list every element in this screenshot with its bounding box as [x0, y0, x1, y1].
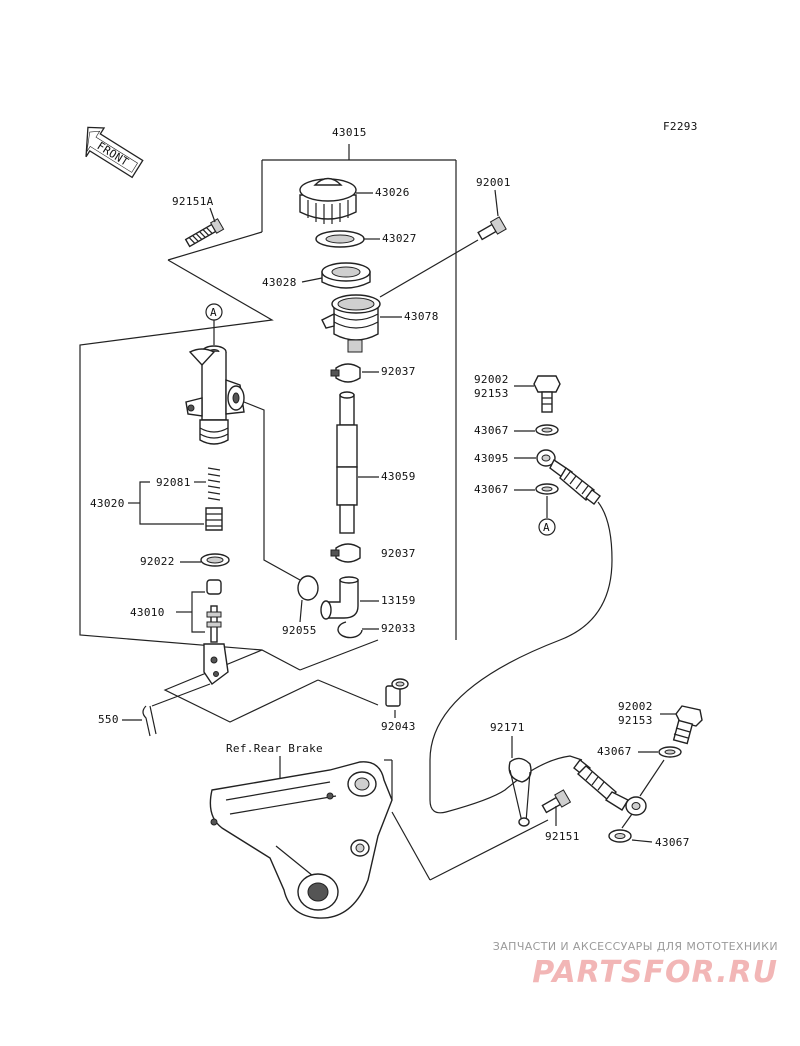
- label-43067-c: 43067: [597, 745, 632, 758]
- label-92055: 92055: [282, 624, 317, 637]
- label-43067-a: 43067: [474, 424, 509, 437]
- label-43027: 43027: [382, 232, 417, 245]
- label-43028: 43028: [262, 276, 297, 289]
- hose-43059-icon: [336, 391, 358, 534]
- marker-a-hose: A: [538, 496, 556, 536]
- label-92037-top: 92037: [381, 365, 416, 378]
- master-cylinder-body-icon: [185, 345, 245, 445]
- svg-text:A: A: [543, 521, 550, 534]
- label-43020: 43020: [90, 497, 125, 510]
- label-ref-rear-brake: Ref.Rear Brake: [226, 742, 323, 755]
- label-92081: 92081: [156, 476, 191, 489]
- label-13159: 13159: [381, 594, 416, 607]
- clamp-92037-bottom-icon: [330, 543, 361, 563]
- bolt-92151a-icon: [184, 218, 225, 248]
- label-92022: 92022: [140, 555, 175, 568]
- bolt-92001-icon: [477, 216, 507, 241]
- bolt-92151-icon: [541, 789, 572, 814]
- bracket-43020: [128, 481, 204, 525]
- label-43026: 43026: [375, 186, 410, 199]
- label-43015: 43015: [332, 126, 367, 139]
- spring-92081-icon: [205, 467, 223, 531]
- figure-code: F2293: [663, 120, 698, 133]
- label-92033: 92033: [381, 622, 416, 635]
- front-arrow-icon: FRONT: [85, 126, 144, 179]
- marker-a-top: A: [205, 303, 223, 345]
- label-92001: 92001: [476, 176, 511, 189]
- label-92171: 92171: [490, 721, 525, 734]
- pin-92043-icon: [385, 678, 409, 707]
- label-550: 550: [98, 713, 119, 726]
- label-92002-top: 92002: [474, 373, 509, 386]
- label-43067-b: 43067: [474, 483, 509, 496]
- push-rod-43010-icon: [203, 579, 229, 686]
- elbow-13159-icon: [320, 576, 359, 620]
- label-92151: 92151: [545, 830, 580, 843]
- hose-fitting-43095-icon: [536, 449, 601, 505]
- diaphragm-43028-icon: [321, 262, 371, 289]
- reservoir-cap-43026-icon: [299, 177, 357, 224]
- washer-43067-b-icon: [535, 483, 559, 495]
- reservoir-43078-icon: [321, 294, 381, 353]
- bracket-43010: [176, 591, 205, 633]
- o-ring-92055-icon: [297, 575, 319, 601]
- cotter-pin-550-icon: [142, 705, 157, 737]
- watermark-logo: PARTSFOR.RU: [532, 955, 778, 990]
- clamp-92171-icon: [508, 757, 532, 827]
- banjo-bolt-92002-top-icon: [533, 375, 561, 413]
- label-43078: 43078: [404, 310, 439, 323]
- watermark: ЗАПЧАСТИ И АКСЕССУАРЫ ДЛЯ МОТОТЕХНИКИ PA…: [493, 940, 778, 990]
- label-43059: 43059: [381, 470, 416, 483]
- watermark-caption: ЗАПЧАСТИ И АКСЕССУАРЫ ДЛЯ МОТОТЕХНИКИ: [492, 940, 778, 953]
- circlip-92033-icon: [337, 621, 363, 639]
- hose-end-fitting-lower-icon: [573, 759, 647, 816]
- ring-43027-icon: [315, 230, 365, 248]
- label-92037-bottom: 92037: [381, 547, 416, 560]
- circlip-92022-icon: [200, 553, 230, 567]
- washer-43067-d-icon: [608, 829, 632, 843]
- label-43010: 43010: [130, 606, 165, 619]
- label-43095: 43095: [474, 452, 509, 465]
- brake-hose-line: [429, 501, 613, 814]
- washer-43067-c-icon: [658, 746, 682, 758]
- banjo-bolt-92002-bottom-icon: [672, 705, 703, 745]
- assembly-bracket-43015: [167, 144, 457, 640]
- svg-text:A: A: [210, 306, 217, 319]
- label-92151a: 92151A: [172, 195, 214, 208]
- clamp-92037-top-icon: [330, 363, 361, 383]
- label-92002-bottom: 92002: [618, 700, 653, 713]
- label-43067-d: 43067: [655, 836, 690, 849]
- label-92153-top: 92153: [474, 387, 509, 400]
- washer-43067-a-icon: [535, 424, 559, 436]
- label-92043: 92043: [381, 720, 416, 733]
- label-92153-bottom: 92153: [618, 714, 653, 727]
- rear-brake-bracket-icon: [209, 761, 393, 919]
